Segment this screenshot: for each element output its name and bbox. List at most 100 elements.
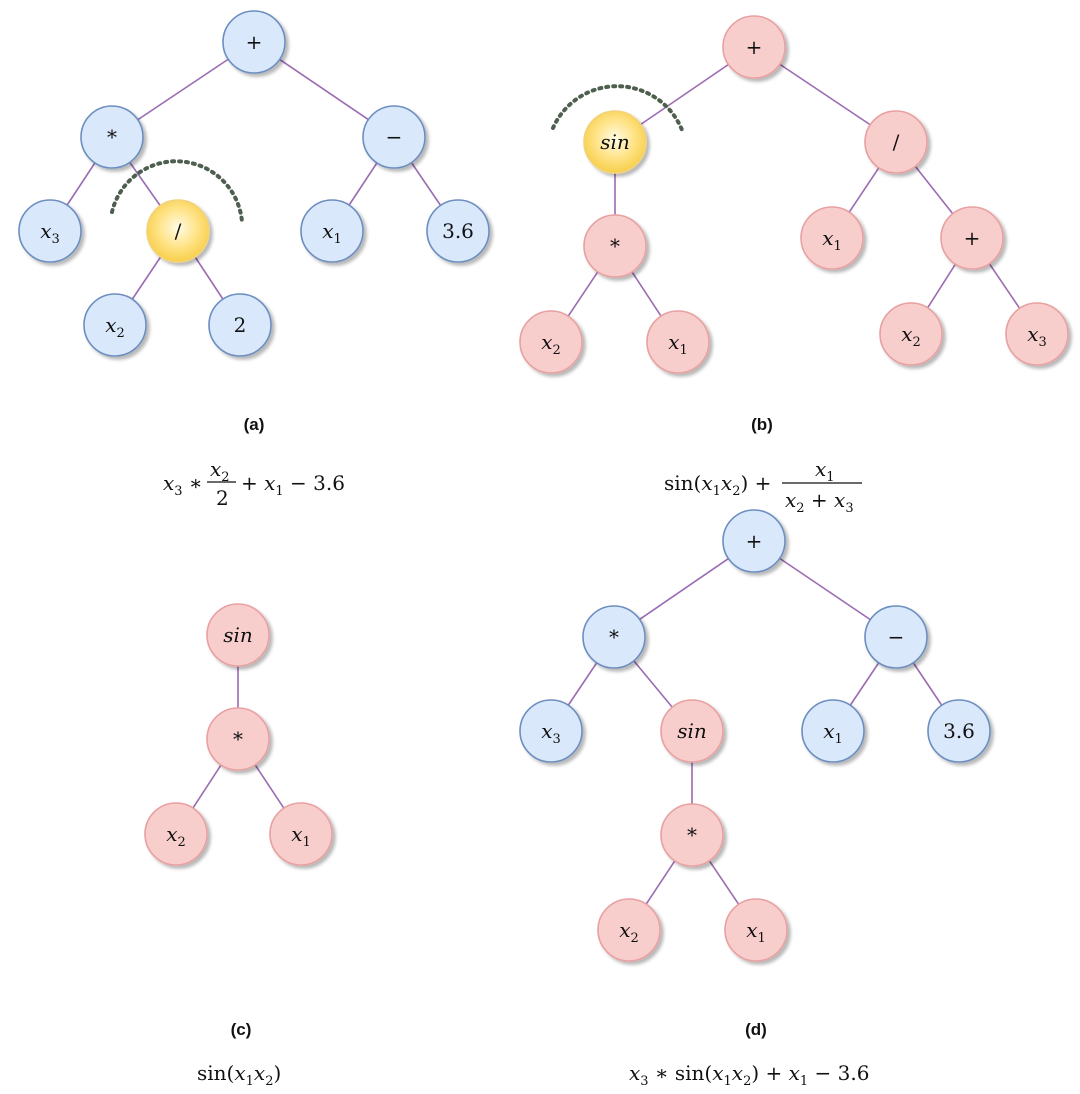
tree-node: sin	[206, 603, 270, 667]
formula-a: x3 ∗x22+ x1 − 3.6	[163, 457, 345, 510]
tree-node: x3	[1005, 302, 1069, 366]
tree-edge	[129, 161, 161, 207]
node-circle	[722, 15, 786, 79]
node-label: sin	[677, 719, 707, 743]
tree-edge	[708, 860, 740, 905]
node-label: sin	[600, 130, 630, 154]
node-circle	[646, 310, 710, 374]
node-circle	[879, 302, 943, 366]
node-circle	[597, 898, 661, 962]
tree-node: x2	[879, 302, 943, 366]
node-circle	[362, 105, 426, 169]
node-label: −	[888, 625, 905, 649]
node-label: 2	[234, 313, 247, 337]
tree-node: x3	[519, 699, 583, 763]
formula-text: sin(x1x2)	[197, 1061, 281, 1089]
tree-node: x1	[801, 699, 865, 763]
node-circle	[206, 603, 270, 667]
tree-edge	[848, 167, 880, 213]
tree-node: x1	[800, 206, 864, 270]
tree-edge	[279, 58, 369, 121]
tree-edge	[567, 271, 599, 317]
tree-node: *	[206, 707, 270, 771]
tree-node: x1	[646, 310, 710, 374]
tree-node: −	[864, 605, 928, 669]
tree-edge	[348, 162, 378, 206]
node-label: +	[964, 226, 981, 250]
node-circle	[660, 699, 724, 763]
node-circle	[80, 105, 144, 169]
tree-edge	[779, 557, 871, 621]
node-circle	[927, 699, 991, 763]
tree-node: +	[722, 15, 786, 79]
tree-edge	[849, 662, 880, 706]
tree-edge	[645, 860, 676, 905]
node-circle	[722, 509, 786, 573]
caption-c: (c)	[231, 1020, 252, 1039]
tree-node: x1	[724, 898, 788, 962]
node-circle	[18, 199, 82, 263]
tree-edge	[131, 256, 162, 300]
tree-node: −	[362, 105, 426, 169]
node-label: *	[610, 234, 620, 258]
node-label: 3.6	[943, 719, 975, 743]
formula-text: x3 ∗ sin(x1x2) + x1 − 3.6	[629, 1061, 869, 1089]
node-label: 3.6	[442, 219, 474, 243]
node-label: −	[386, 125, 403, 149]
tree-edge	[988, 263, 1021, 309]
tree-node: *	[583, 214, 647, 278]
tree-edge	[639, 557, 729, 621]
node-circle	[519, 310, 583, 374]
formula-c: sin(x1x2)	[197, 1061, 281, 1089]
tree-edge	[137, 58, 229, 121]
node-label: *	[687, 823, 697, 847]
formula-text: sin(x1x2) +	[664, 471, 771, 499]
tree-edge	[912, 662, 943, 706]
node-label: /	[893, 130, 900, 154]
formula-text: 2	[216, 486, 229, 510]
node-circle	[800, 206, 864, 270]
tree-node: *	[80, 105, 144, 169]
node-label: *	[609, 625, 619, 649]
node-circle	[300, 199, 364, 263]
node-circle	[1005, 302, 1069, 366]
node-circle	[426, 199, 490, 263]
tree-edge	[631, 271, 662, 317]
tree-node: 3.6	[426, 199, 490, 263]
formula-d: x3 ∗ sin(x1x2) + x1 − 3.6	[629, 1061, 869, 1089]
tree-node: x3	[18, 199, 82, 263]
tree-edge	[926, 263, 957, 309]
node-circle	[208, 293, 272, 357]
tree-node: x2	[144, 802, 208, 866]
node-label: *	[233, 727, 243, 751]
node-circle	[940, 206, 1004, 270]
node-circle	[146, 199, 210, 263]
node-label: +	[746, 529, 763, 553]
node-circle	[724, 898, 788, 962]
node-circle	[864, 110, 928, 174]
tree-node: +	[222, 10, 286, 74]
node-circle	[83, 293, 147, 357]
node-label: sin	[223, 623, 253, 647]
node-circle	[206, 707, 270, 771]
node-circle	[583, 110, 647, 174]
formula-text: x2 + x3	[785, 488, 854, 516]
node-circle	[801, 699, 865, 763]
formula-text: x1	[815, 457, 835, 485]
caption-a: (a)	[244, 415, 265, 434]
edges-layer	[66, 58, 1021, 905]
tree-edge	[640, 63, 729, 126]
tree-edge	[914, 165, 954, 215]
tree-edge	[254, 764, 285, 809]
node-label: +	[746, 35, 763, 59]
formula-text: + x1 − 3.6	[241, 471, 345, 499]
tree-edge	[779, 63, 871, 126]
tree-edge	[633, 660, 673, 708]
tree-node-selected-subtree-root: sin	[583, 110, 647, 174]
node-circle	[222, 10, 286, 74]
node-label: +	[246, 30, 263, 54]
tree-node: x2	[597, 898, 661, 962]
crossover-cut-mark-a	[110, 159, 244, 224]
node-label: *	[107, 125, 117, 149]
